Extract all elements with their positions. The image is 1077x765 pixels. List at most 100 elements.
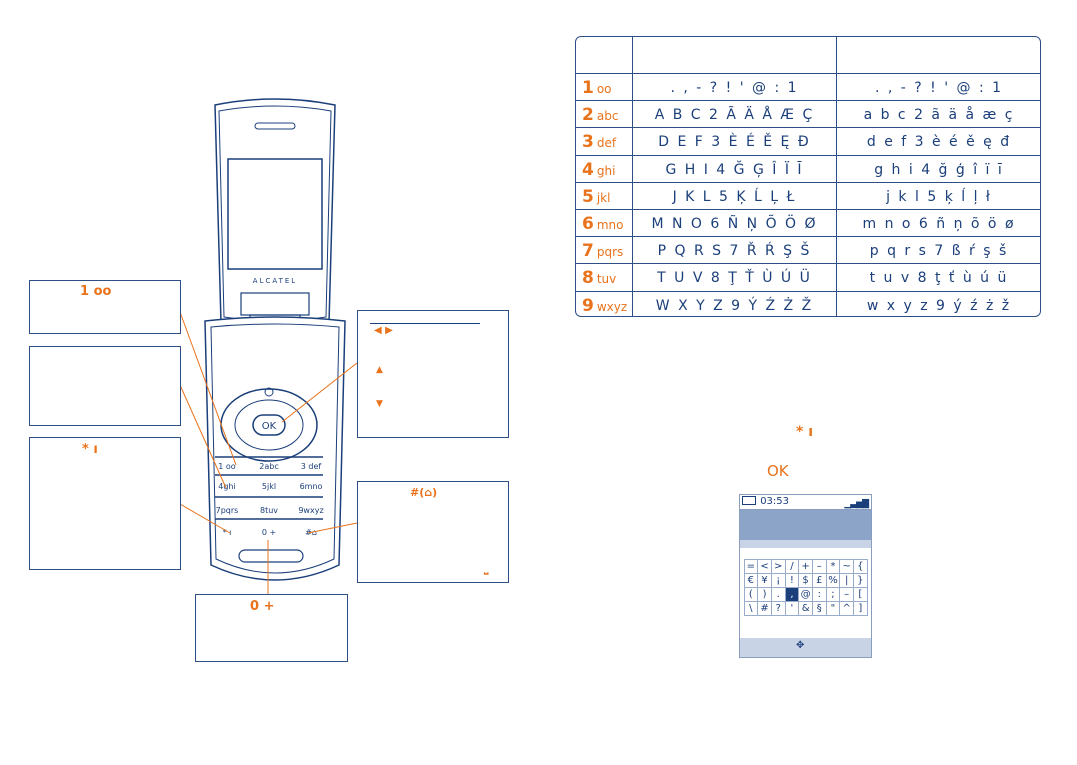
ok-key-label: OK [262,421,277,432]
key-letters: pqrs [596,245,624,260]
star-key-icon: * ı [82,442,98,457]
symbol-cell[interactable]: ; [825,586,841,602]
symbol-cell[interactable]: < [757,558,772,574]
symbol-cell[interactable]: € [743,572,759,588]
key-number: 9 [582,295,594,316]
lowercase-chars: p q r s 7 ß ŕ ş š [869,243,1009,260]
battery-icon [742,496,756,505]
callout-keypad [29,346,181,426]
symbol-cell[interactable]: * [825,558,841,574]
symbol-cell[interactable]: ( [743,586,759,602]
symbol-cell[interactable]: § [811,600,827,616]
symbol-cell[interactable]: " [825,600,841,616]
symbol-cell[interactable]: = [743,558,759,574]
lowercase-chars: g h i 4 ğ ģ î ï ī [874,161,1004,178]
symbol-cell[interactable]: . [770,586,786,602]
symbol-cell[interactable]: £ [811,572,827,588]
uppercase-chars: . , - ? ! ' @ : 1 [670,80,799,96]
key-number: 1 [582,78,594,98]
softkey-bar: ✥ [740,638,871,657]
key-0: 0 + [262,528,276,537]
symbol-cell[interactable]: > [770,558,786,574]
key-number: 5 [582,186,594,207]
lowercase-chars: j k l 5 ķ ĺ ļ ł [886,188,992,205]
symbol-cell[interactable]: ~ [839,558,854,574]
symbol-cell[interactable]: [ [853,586,868,602]
hash-key-icon: #(⌂) [410,486,438,499]
uppercase-chars: D E F 3 È É Ě Ę Ð [658,134,811,151]
key-number: 8 [582,268,594,289]
symbol-cell[interactable]: % [825,572,841,588]
uppercase-chars: W X Y Z 9 Ý Ź Ż Ž [655,297,814,314]
symbol-cell[interactable]: } [853,572,868,588]
symbol-cell[interactable]: @ [798,586,813,602]
symbol-cell[interactable]: { [853,558,868,574]
symbol-cell[interactable]: # [757,600,772,616]
input-band [740,540,871,548]
symbol-cell[interactable]: / [784,558,800,574]
symbol-cell[interactable]: : [811,586,827,602]
symbol-cell[interactable]: – [811,558,827,574]
key-star: * ı [223,528,232,537]
uppercase-chars: M N O 6 Ñ Ņ Õ Ö Ø [651,215,818,232]
key-5: 5jkl [262,482,276,491]
key-number: 7 [582,241,594,262]
symbol-cell[interactable]: ^ [839,600,854,616]
key-letters: mno [596,217,624,232]
key-letters: def [596,136,617,151]
symbol-cell[interactable]: $ [798,572,813,588]
symbol-cell[interactable]: \ [743,600,759,616]
symbol-cell[interactable]: & [798,600,813,616]
symbol-cell[interactable]: + [798,558,813,574]
status-bar: 03:53 ▁▃▅▇ [740,495,871,510]
symbol-cell[interactable]: – [839,586,854,602]
symbol-cell[interactable]: | [839,572,854,588]
symbol-grid: =<>/+–*~{€¥¡!$£%|}().,@:;–[\#?'&§"^] [743,558,868,616]
symbol-cell[interactable]: ' [784,600,800,616]
key-number: 3 [582,132,594,153]
space-icon: ⎵ [484,562,489,575]
star-inline-icon: * ı [796,424,813,440]
uppercase-chars: A B C 2 Ã Ä Å Æ Ç [654,107,815,124]
key-letters: tuv [596,272,617,287]
key-6: 6mno [300,482,323,491]
key-3: 3 def [301,462,322,471]
phone-brand: ALCATEL [253,277,297,285]
lowercase-chars: m n o 6 ñ ņ õ ö ø [862,215,1016,232]
callout-zero: 0 + [195,594,348,662]
navigation-icon: ✥ [796,640,805,651]
symbol-cell[interactable]: ! [784,572,800,588]
signal-icon: ▁▃▅▇ [844,499,869,509]
lowercase-chars: a b c 2 ã ä å æ ç [863,107,1015,124]
symbol-cell[interactable]: ] [853,600,868,616]
callout-navigation: ◀ ▶ ▲ ▼ [357,310,509,438]
status-time: 03:53 [760,496,790,507]
uppercase-chars: J K L 5 Ķ Ĺ Ļ Ł [672,188,797,205]
symbol-cell[interactable]: ? [770,600,786,616]
uppercase-chars: G H I 4 Ğ Ģ Î Ï Ī [665,161,804,178]
nav-left-right-icon: ◀ ▶ [374,325,393,336]
key-2: 2abc [259,462,278,471]
key-number: 4 [582,159,594,180]
nav-up-icon: ▲ [376,365,383,375]
symbol-cell[interactable]: ¡ [770,572,786,588]
symbol-cell[interactable]: ¥ [757,572,772,588]
symbol-cell[interactable]: ) [757,586,772,602]
symbol-cell[interactable]: , [784,586,800,602]
lowercase-chars: . , - ? ! ' @ : 1 [874,80,1004,96]
